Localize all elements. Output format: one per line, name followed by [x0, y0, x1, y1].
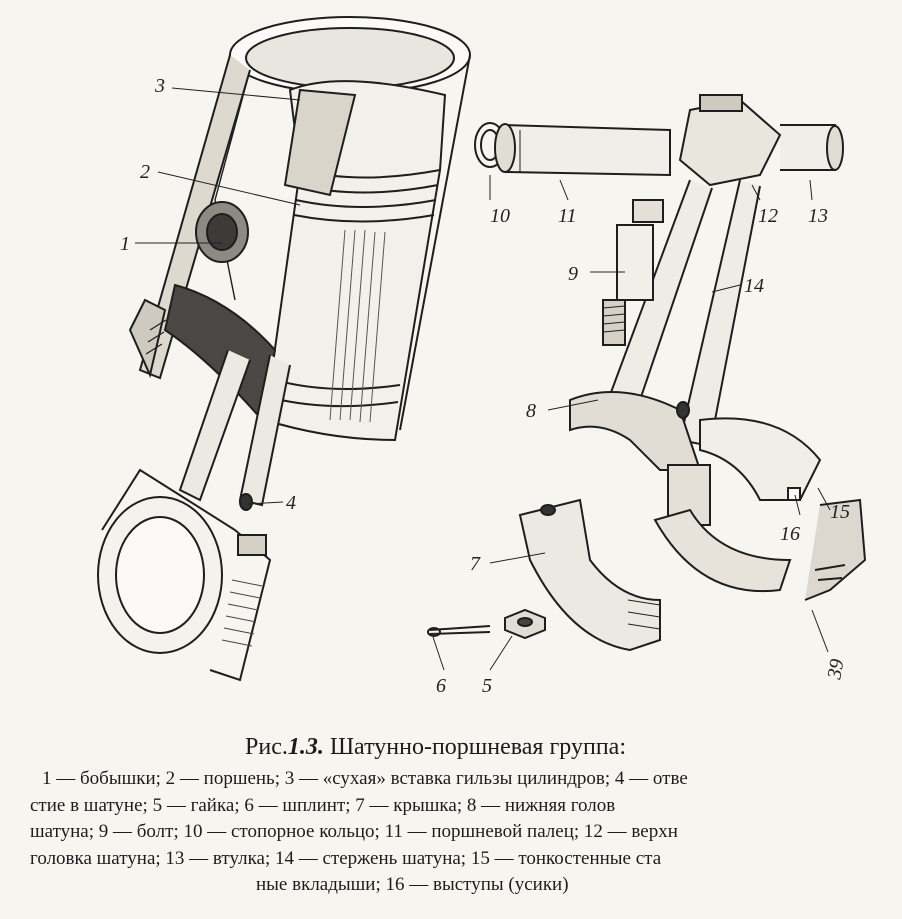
callout-label-10: 10 [490, 205, 510, 227]
left-assembly-drawing [97, 16, 471, 682]
figure-number: 1.3. [287, 734, 324, 760]
callout-label-13: 13 [808, 205, 828, 227]
caption-title: Шатунно-поршневая группа: [329, 734, 626, 760]
crankshaft-fragment-drawing [804, 498, 867, 601]
callout-label-14: 14 [744, 275, 764, 297]
cotter-pin-drawing [427, 625, 491, 637]
callout-lines [135, 87, 831, 671]
connecting-rod-left-drawing [97, 349, 291, 682]
callout-label-1: 1 [120, 233, 130, 255]
legend-line: головка шатуна; 13 — втулка; 14 — стерже… [30, 847, 662, 869]
piston-drawing [163, 80, 447, 442]
legend-line: 1 — бобышки; 2 — поршень; 3 — «сухая» вс… [42, 768, 688, 789]
legend-line: стие в шатуне; 5 — гайка; 6 — шплинт; 7 … [30, 794, 616, 816]
cylinder-liner-drawing [128, 16, 471, 431]
piston-pin-drawing [494, 123, 671, 177]
callout-label-8: 8 [526, 400, 536, 422]
bearing-shells-drawing [653, 417, 822, 593]
callout-label-4: 4 [286, 492, 296, 514]
rod-cap-drawing [518, 498, 661, 652]
figure-caption: Рис.1.3. Шатунно-поршневая группа: [245, 734, 626, 761]
legend-line: ные вкладыши; 16 — выступы (усики) [256, 874, 569, 895]
bolt-drawing [602, 199, 664, 346]
callout-label-2: 2 [140, 161, 150, 183]
right-assembly-drawing [427, 94, 867, 652]
callout-label-15: 15 [830, 501, 850, 523]
callout-label-12: 12 [758, 205, 778, 227]
callout-label-39: 39 [823, 657, 848, 682]
bushing-drawing [780, 124, 844, 171]
callout-label-9: 9 [568, 263, 578, 285]
callout-label-16: 16 [780, 523, 800, 545]
connecting-rod-right-drawing [569, 94, 782, 526]
callout-label-5: 5 [482, 675, 492, 697]
figure-legend: 1 — бобышки; 2 — поршень; 3 — «сухая» вс… [18, 766, 898, 899]
connecting-rod-piston-illustration: 3 2 1 4 10 11 12 13 9 14 8 7 6 5 15 16 3… [97, 16, 867, 697]
callout-label-7: 7 [470, 553, 481, 575]
caption-prefix: Рис. [245, 734, 288, 760]
callout-label-11: 11 [558, 205, 577, 227]
legend-line: шатуна; 9 — болт; 10 — стопорное кольцо;… [30, 821, 678, 842]
nut-drawing [504, 608, 546, 640]
callout-label-6: 6 [436, 675, 446, 697]
callout-label-3: 3 [154, 75, 165, 97]
callout-labels: 3 2 1 4 10 11 12 13 9 14 8 7 6 5 15 16 3… [120, 75, 850, 697]
